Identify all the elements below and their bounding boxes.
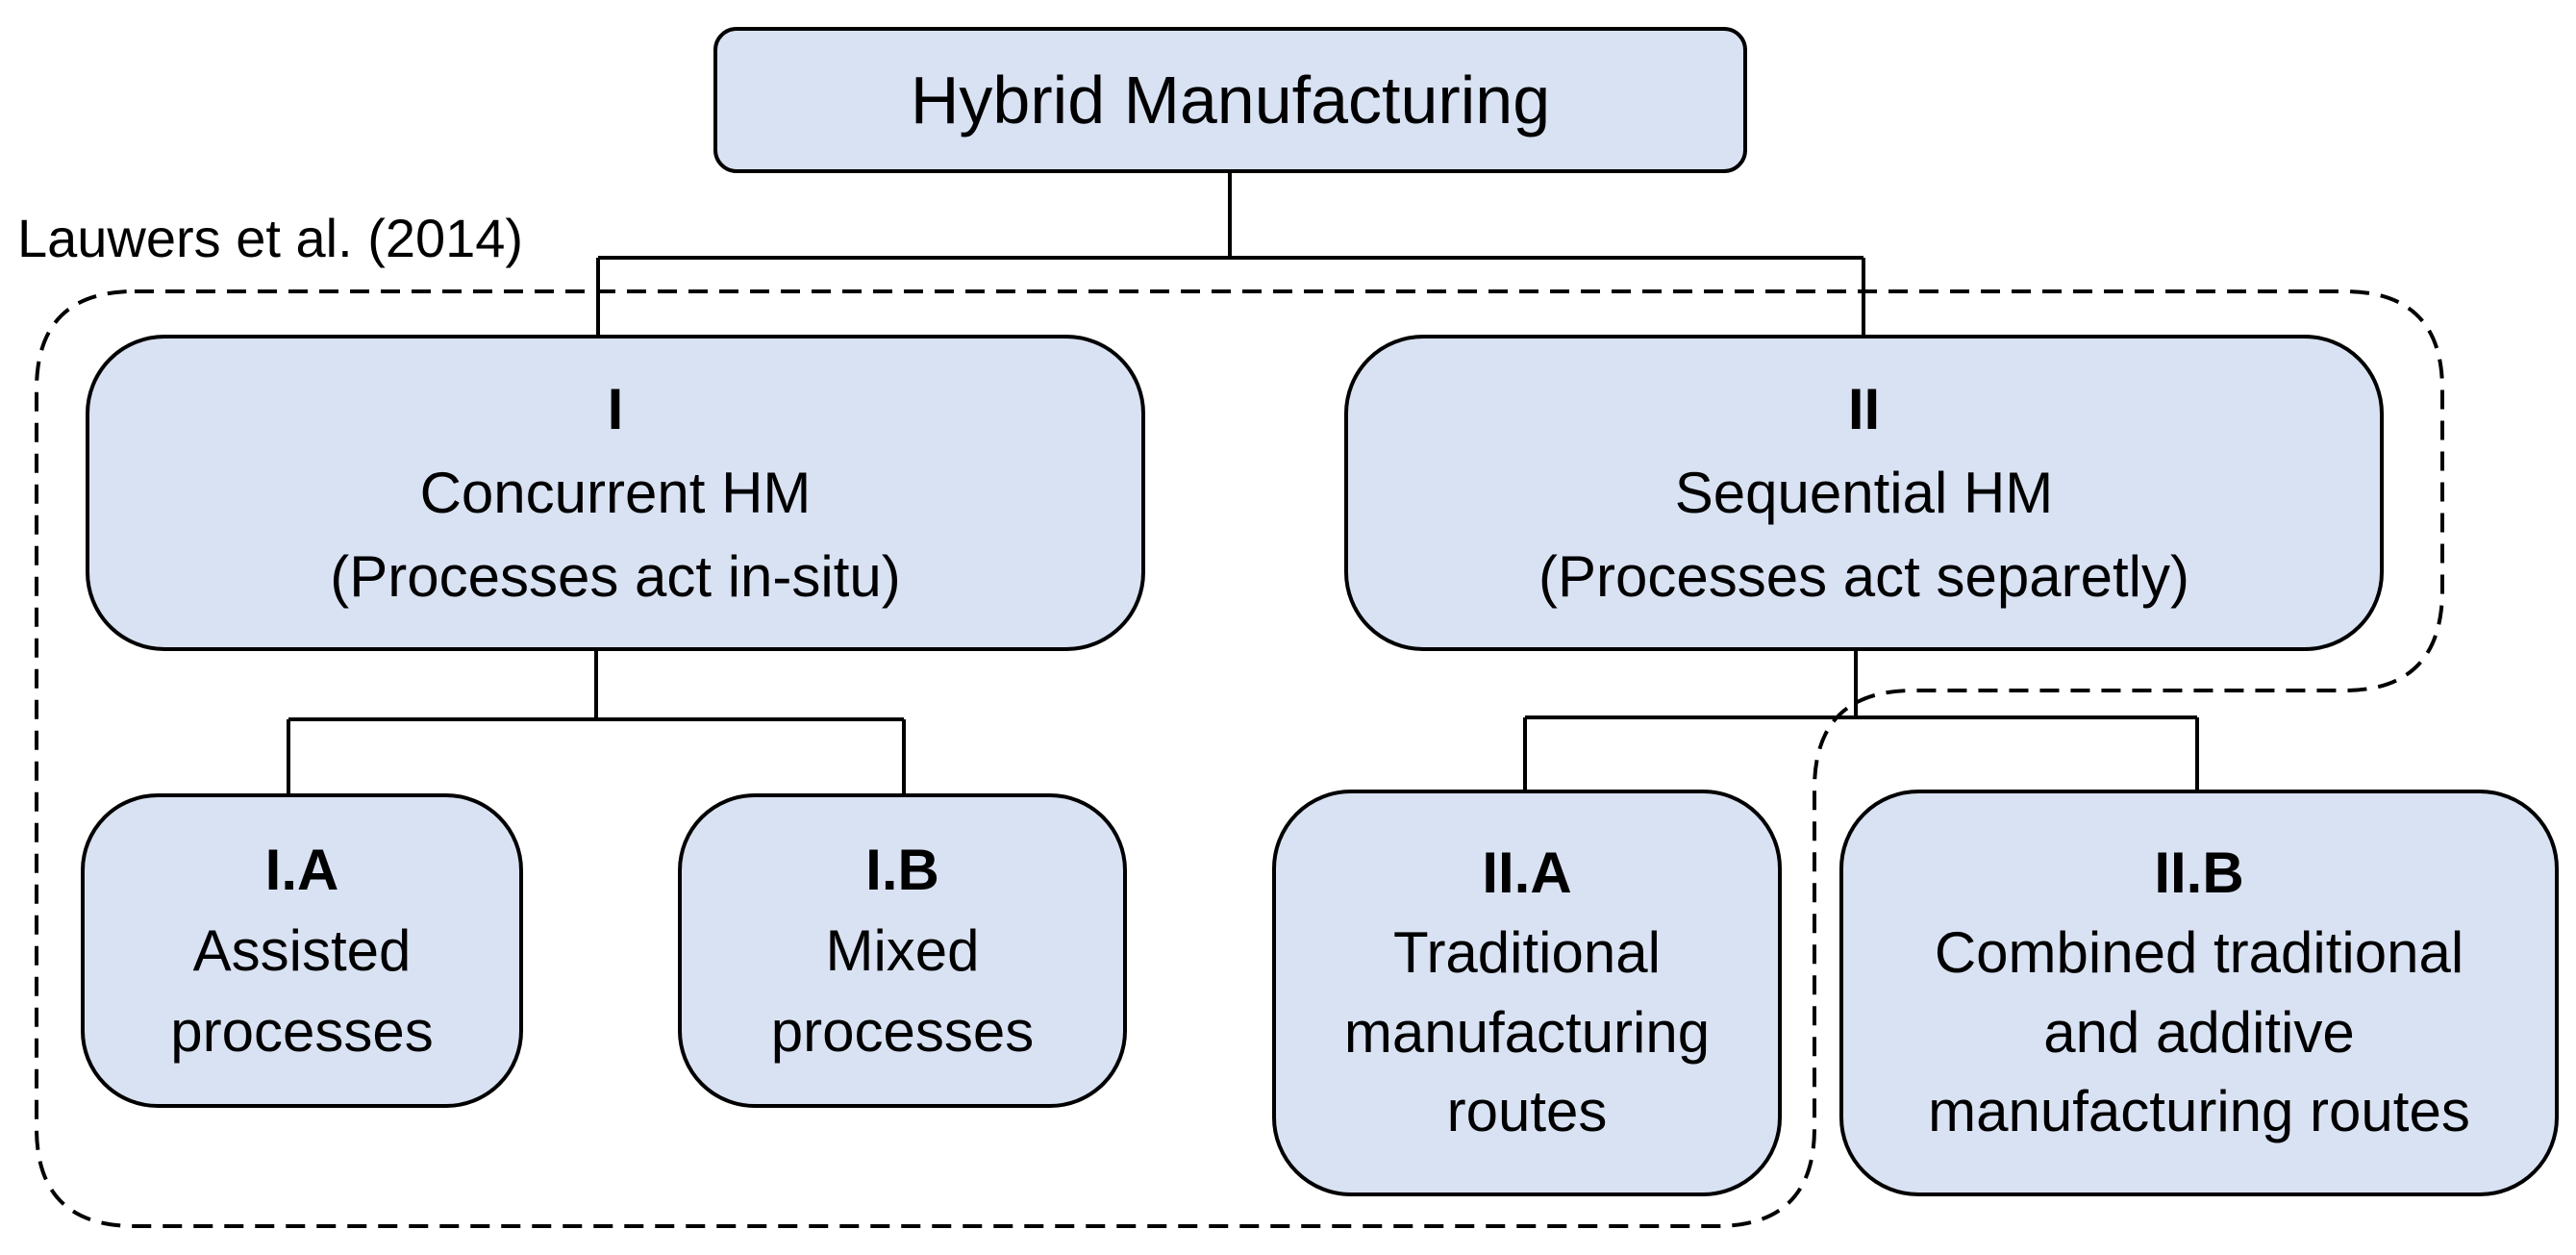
node-ii-sequential-hm: II Sequential HM (Processes act separetl…	[1344, 335, 2384, 651]
node-i-concurrent-hm: I Concurrent HM (Processes act in-situ)	[86, 335, 1145, 651]
node-i-name: Concurrent HM	[419, 461, 812, 525]
node-ii-b-line3: manufacturing routes	[1928, 1079, 2470, 1144]
node-ii-a-code: II.A	[1482, 840, 1572, 905]
node-ii-code: II	[1847, 377, 1881, 441]
node-ii-a-traditional-routes: II.A Traditional manufacturing routes	[1272, 790, 1782, 1196]
connector-i-to-children	[287, 651, 906, 793]
root-node-hybrid-manufacturing: Hybrid Manufacturing	[713, 27, 1747, 173]
node-ii-name: Sequential HM	[1674, 461, 2054, 525]
connector-ii-to-children	[1523, 651, 2199, 790]
node-ii-b-line2: and additive	[2043, 999, 2355, 1065]
node-i-b-mixed-processes: I.B Mixed processes	[678, 793, 1127, 1108]
lauwers-citation: Lauwers et al. (2014)	[17, 208, 524, 268]
node-ii-a-line3: routes	[1446, 1079, 1608, 1144]
node-i-b-code: I.B	[865, 837, 939, 902]
node-i-description: (Processes act in-situ)	[330, 544, 901, 609]
connector-root-to-level1	[596, 173, 1865, 335]
node-ii-b-combined-routes: II.B Combined traditional and additive m…	[1839, 790, 2559, 1196]
node-i-b-line1: Mixed	[825, 917, 980, 983]
root-node-title: Hybrid Manufacturing	[910, 63, 1551, 138]
node-ii-a-line2: manufacturing	[1343, 999, 1711, 1065]
node-i-a-line1: Assisted	[192, 917, 412, 983]
node-i-a-code: I.A	[264, 837, 339, 902]
node-i-b-line2: processes	[770, 998, 1035, 1064]
node-ii-b-line1: Combined traditional	[1934, 919, 2464, 985]
node-ii-a-line1: Traditional	[1393, 919, 1661, 985]
node-ii-b-code: II.B	[2154, 840, 2244, 905]
node-ii-description: (Processes act separetly)	[1538, 544, 2189, 609]
node-i-a-line2: processes	[170, 998, 434, 1064]
node-i-a-assisted-processes: I.A Assisted processes	[81, 793, 523, 1108]
node-i-code: I	[607, 377, 624, 441]
